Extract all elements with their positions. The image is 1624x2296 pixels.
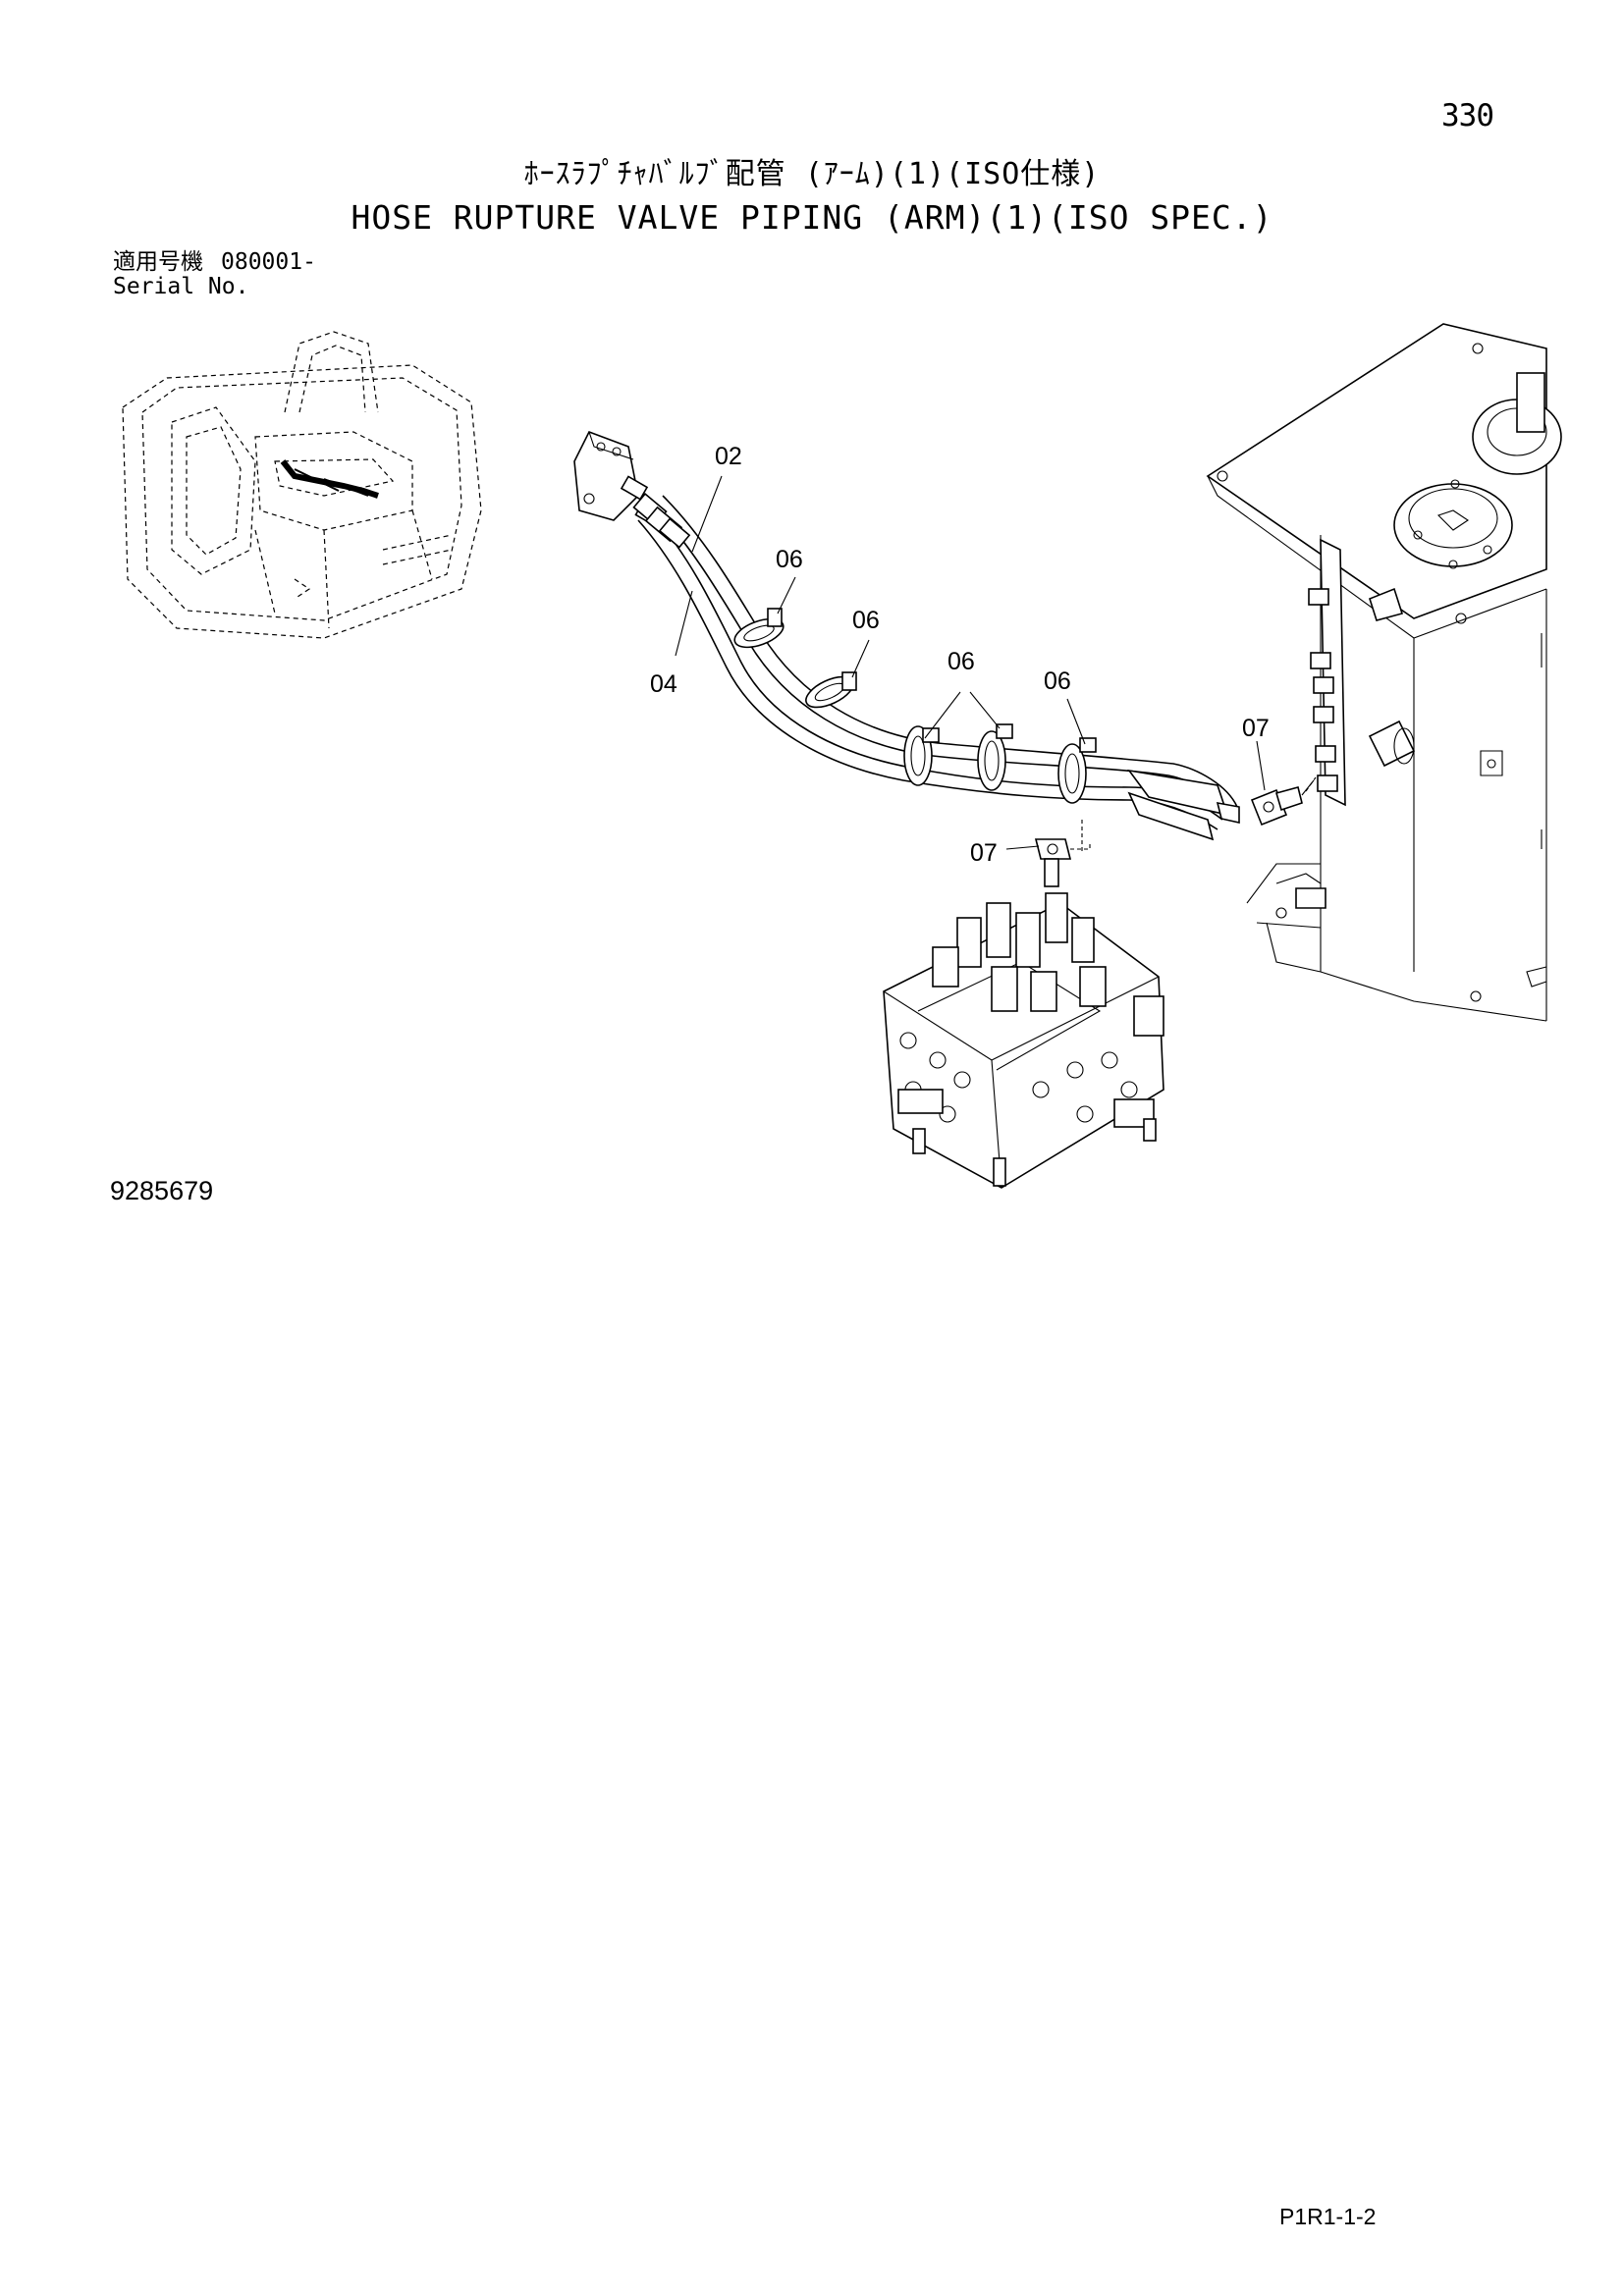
title-english: HOSE RUPTURE VALVE PIPING (ARM)(1)(ISO S… bbox=[351, 198, 1273, 237]
serial-row-jp: 適用号機 080001- bbox=[113, 250, 316, 275]
leader-lines bbox=[675, 475, 1266, 850]
hydraulic-tank bbox=[1206, 323, 1562, 1022]
control-valve bbox=[883, 892, 1164, 1189]
serial-value: 080001- bbox=[221, 249, 316, 275]
tee-fittings-07 bbox=[1034, 776, 1317, 887]
serial-block: 適用号機 080001- Serial No. bbox=[113, 250, 316, 299]
serial-label-en: Serial No. bbox=[113, 274, 249, 299]
hoses-02-04 bbox=[632, 492, 1240, 841]
page-code: P1R1-1-2 bbox=[1279, 2204, 1377, 2229]
machine-locator-drawing bbox=[122, 331, 482, 639]
callout-06-d: 06 bbox=[1044, 667, 1071, 695]
callout-06-b: 06 bbox=[852, 607, 880, 634]
callout-04: 04 bbox=[650, 670, 677, 698]
callout-07-b: 07 bbox=[970, 839, 998, 867]
serial-label-jp: 適用号機 bbox=[113, 249, 203, 275]
page-number: 330 bbox=[1441, 98, 1494, 133]
callout-06-a: 06 bbox=[776, 546, 803, 573]
drawing-number: 9285679 bbox=[110, 1176, 214, 1205]
title-japanese: ﾎｰｽﾗﾌﾟﾁｬﾊﾞﾙﾌﾞ配管 (ｱｰﾑ)(1)(ISO仕様) bbox=[523, 157, 1101, 191]
hose-bracket bbox=[573, 430, 664, 527]
callout-02: 02 bbox=[715, 443, 742, 470]
clamps-06 bbox=[733, 608, 1097, 804]
callout-07-a: 07 bbox=[1242, 715, 1270, 742]
callout-06-c: 06 bbox=[947, 648, 975, 675]
